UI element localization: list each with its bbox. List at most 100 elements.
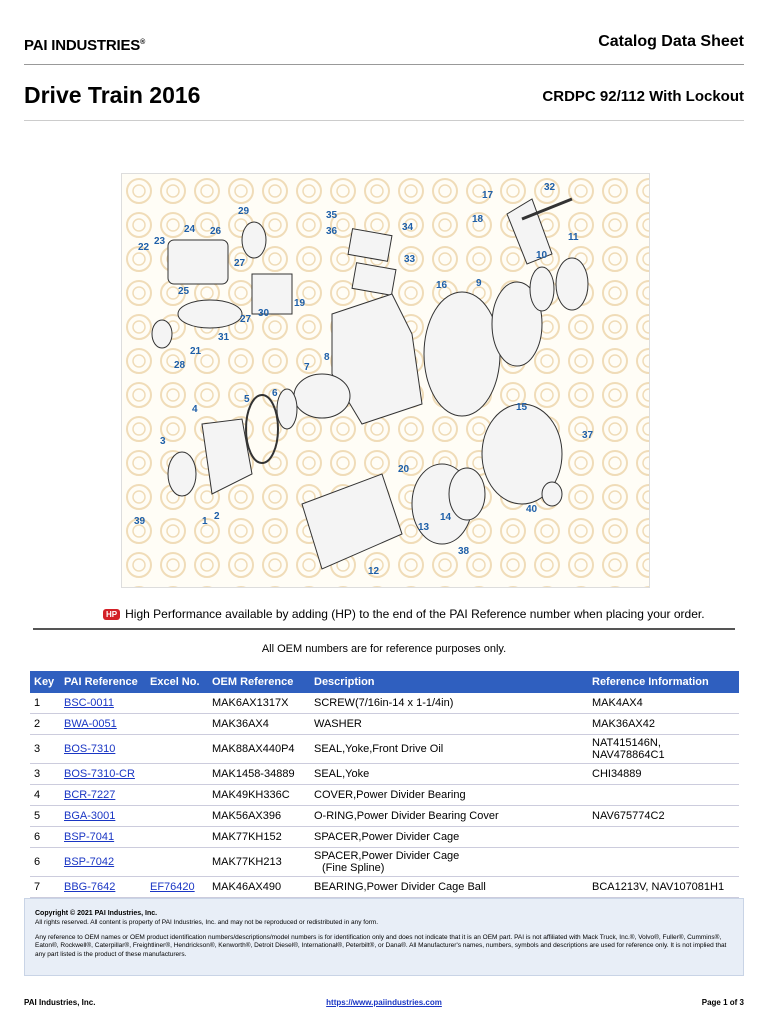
callout-7: 7 xyxy=(304,362,310,373)
excel-no-link[interactable]: EF76420 xyxy=(150,881,195,893)
page-subtitle: CRDPC 92/112 With Lockout xyxy=(542,88,744,105)
cell-excel-no xyxy=(146,847,208,877)
callout-18: 18 xyxy=(472,214,484,225)
copyright-title: Copyright © 2021 PAI Industries, Inc. xyxy=(35,910,158,917)
part-main-housing xyxy=(331,293,423,425)
cell-description: SEAL,Yoke,Front Drive Oil xyxy=(310,734,588,764)
callout-6: 6 xyxy=(272,388,278,399)
callout-20: 20 xyxy=(398,464,410,475)
cell-excel-no xyxy=(146,734,208,764)
footer-company: PAI Industries, Inc. xyxy=(24,998,96,1007)
cell-key: 3 xyxy=(30,734,60,764)
cell-oem-reference: MAK77KH213 xyxy=(208,847,310,877)
table-row: 7 BBG-7642 EF76420 MAK46AX490 BEARING,Po… xyxy=(30,876,739,898)
website-link[interactable]: https://www.paiindustries.com xyxy=(326,998,442,1007)
callout-33: 33 xyxy=(404,254,416,265)
cell-description: WASHER xyxy=(310,713,588,735)
description-line-1: SPACER,Power Divider Cage xyxy=(314,850,460,862)
callout-28: 28 xyxy=(174,360,186,371)
cell-reference-information: BCA1213V, NAV107081H1 xyxy=(588,876,739,898)
part-gasket-33 xyxy=(351,262,397,296)
cell-reference-information: MAK36AX42 xyxy=(588,713,739,735)
title-divider xyxy=(24,120,744,121)
part-bearing-10 xyxy=(529,266,555,312)
part-piston xyxy=(241,221,267,259)
table-row: 5 BGA-3001 MAK56AX396 O-RING,Power Divid… xyxy=(30,805,739,827)
copyright-text: All rights reserved. All content is prop… xyxy=(35,918,379,926)
callout-30: 30 xyxy=(258,308,270,319)
pai-reference-link[interactable]: BSP-7042 xyxy=(64,856,115,868)
part-spacer-6 xyxy=(276,388,298,430)
cell-oem-reference: MAK56AX396 xyxy=(208,805,310,827)
cell-excel-no xyxy=(146,805,208,827)
cell-description: BEARING,Power Divider Cage Ball xyxy=(310,876,588,898)
callout-26: 26 xyxy=(210,226,222,237)
callout-35: 35 xyxy=(326,210,338,221)
cell-reference-information: NAV675774C2 xyxy=(588,805,739,827)
callout-17: 17 xyxy=(482,190,494,201)
cell-pai-reference: BWA-0051 xyxy=(60,713,146,735)
callout-19: 19 xyxy=(294,298,306,309)
callout-38: 38 xyxy=(458,546,470,557)
hp-note: HP High Performance available by adding … xyxy=(103,607,705,621)
callout-15: 15 xyxy=(516,402,528,413)
part-gear-9 xyxy=(491,281,543,367)
cell-pai-reference: BOS-7310 xyxy=(60,734,146,764)
page-number: Page 1 of 3 xyxy=(701,998,744,1007)
cell-excel-no: EF76420 xyxy=(146,876,208,898)
callout-27a: 27 xyxy=(234,258,246,269)
part-plate xyxy=(251,273,293,315)
callout-16: 16 xyxy=(436,280,448,291)
col-key: Key xyxy=(30,671,60,693)
part-output-shaft-12 xyxy=(301,473,403,570)
table-row: 2 BWA-0051 MAK36AX4 WASHER MAK36AX42 xyxy=(30,713,739,735)
callout-29: 29 xyxy=(238,206,250,217)
pai-reference-link[interactable]: BSP-7041 xyxy=(64,831,115,843)
cell-pai-reference: BGA-3001 xyxy=(60,805,146,827)
cell-pai-reference: BBG-7642 xyxy=(60,876,146,898)
cell-description: COVER,Power Divider Bearing xyxy=(310,784,588,806)
hp-badge-icon: HP xyxy=(103,608,121,620)
pai-reference-link[interactable]: BOS-7310 xyxy=(64,743,116,755)
callout-1: 1 xyxy=(202,516,208,527)
callout-4: 4 xyxy=(192,404,198,415)
company-logo: PAI INDUSTRIES® xyxy=(24,37,145,54)
pai-reference-link[interactable]: BWA-0051 xyxy=(64,718,117,730)
table-row: 3 BOS-7310-CR MAK1458-34889 SEAL,Yoke CH… xyxy=(30,763,739,785)
callout-23: 23 xyxy=(154,236,166,247)
table-row: 4 BCR-7227 MAK49KH336C COVER,Power Divid… xyxy=(30,784,739,806)
cell-key: 3 xyxy=(30,763,60,785)
part-housing-small xyxy=(167,239,229,285)
cell-reference-information xyxy=(588,784,739,806)
cell-pai-reference: BSC-0011 xyxy=(60,693,146,714)
callout-11: 11 xyxy=(568,232,579,243)
part-seal-3 xyxy=(167,451,197,497)
pai-reference-link[interactable]: BSC-0011 xyxy=(64,697,114,709)
callout-8: 8 xyxy=(324,352,330,363)
col-reference-information: Reference Information xyxy=(588,671,739,693)
table-header-row: Key PAI Reference Excel No. OEM Referenc… xyxy=(30,671,739,693)
callout-24: 24 xyxy=(184,224,196,235)
part-oring-5 xyxy=(245,394,279,464)
pai-reference-link[interactable]: BCR-7227 xyxy=(64,789,116,801)
section-divider xyxy=(33,628,735,630)
cell-reference-information: NAT415146N, NAV478864C1 xyxy=(588,734,739,764)
cell-excel-no xyxy=(146,784,208,806)
cell-oem-reference: MAK49KH336C xyxy=(208,784,310,806)
callout-34: 34 xyxy=(402,222,414,233)
pai-reference-link[interactable]: BBG-7642 xyxy=(64,881,116,893)
cell-pai-reference: BSP-7042 xyxy=(60,847,146,877)
cell-description: SPACER,Power Divider Cage xyxy=(310,826,588,848)
cell-oem-reference: MAK6AX1317X xyxy=(208,693,310,714)
cell-pai-reference: BOS-7310-CR xyxy=(60,763,146,785)
pai-reference-link[interactable]: BOS-7310-CR xyxy=(64,768,135,780)
cell-excel-no xyxy=(146,713,208,735)
cell-oem-reference: MAK77KH152 xyxy=(208,826,310,848)
exploded-parts-diagram: 1 2 3 4 5 6 7 8 9 10 11 12 13 14 15 16 1… xyxy=(121,173,650,588)
callout-3: 3 xyxy=(160,436,166,447)
cell-oem-reference: MAK88AX440P4 xyxy=(208,734,310,764)
pai-reference-link[interactable]: BGA-3001 xyxy=(64,810,116,822)
cell-reference-information: CHI34889 xyxy=(588,763,739,785)
document-type: Catalog Data Sheet xyxy=(598,33,744,50)
callout-39: 39 xyxy=(134,516,146,527)
